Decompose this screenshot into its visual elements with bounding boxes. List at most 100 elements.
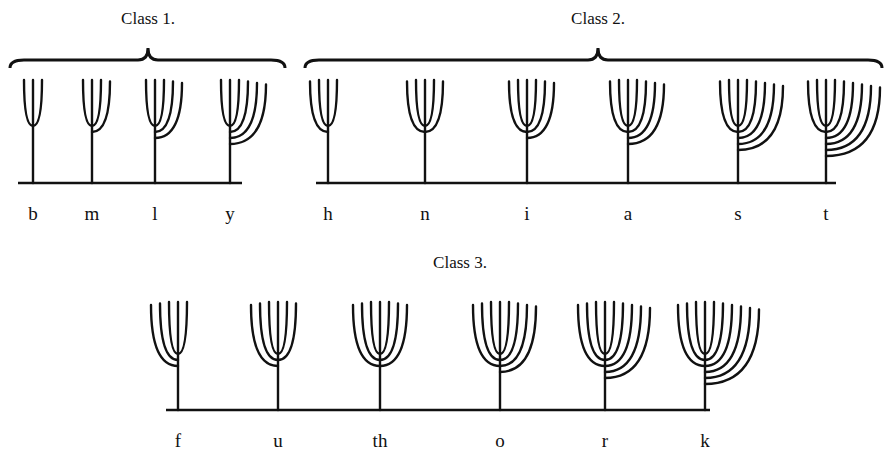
tree-branch	[500, 305, 527, 366]
tree-branch	[605, 307, 641, 373]
letter-label: m	[85, 204, 100, 223]
tree-branch	[527, 80, 536, 126]
letter-label: l	[152, 204, 157, 223]
tree-rune	[578, 302, 650, 410]
tree-trunk	[32, 80, 34, 183]
letter-label: t	[823, 204, 828, 223]
tree-branch	[696, 302, 705, 354]
tree-rune	[407, 80, 443, 183]
class-heading: Class 2.	[571, 10, 625, 27]
class-bracket	[10, 48, 285, 68]
tree-branch	[380, 302, 389, 354]
tree-branch	[705, 305, 732, 366]
tree-branch	[817, 80, 826, 126]
tree-branch	[230, 80, 239, 126]
tree-branch	[319, 80, 328, 126]
tree-branch	[146, 80, 155, 126]
letter-label: k	[700, 431, 710, 450]
tree-trunk	[379, 302, 381, 410]
tree-branch	[605, 304, 623, 361]
tree-branch	[371, 302, 380, 354]
tree-branch	[500, 307, 536, 373]
tree-branch	[221, 80, 230, 126]
tree-branch	[500, 302, 509, 354]
tree-branch	[491, 302, 500, 354]
tree-branch	[808, 82, 826, 133]
tree-rune	[353, 302, 407, 410]
tree-branch	[705, 307, 741, 373]
tree-branch	[628, 82, 646, 133]
tree-branch	[628, 83, 655, 138]
tree-branch	[527, 83, 554, 138]
tree-branch	[509, 82, 527, 133]
letter-label: f	[175, 431, 181, 450]
class-heading: Class 3.	[433, 254, 487, 271]
class-heading: Class 1.	[121, 10, 175, 27]
tree-branch	[482, 304, 500, 361]
tree-branch	[278, 304, 296, 361]
tree-branch	[269, 302, 278, 354]
tree-rune	[808, 80, 880, 183]
tree-branch	[251, 305, 278, 366]
tree-branch	[605, 302, 614, 354]
class-bracket	[305, 48, 882, 68]
tree-branch	[729, 80, 738, 126]
tree-branch	[278, 302, 287, 354]
ground-line	[316, 182, 836, 185]
tree-branch	[619, 80, 628, 126]
tree-branch	[628, 85, 664, 145]
letter-label: s	[734, 204, 741, 223]
tree-branch	[720, 82, 738, 133]
tree-trunk	[704, 302, 706, 410]
tree-branch	[24, 80, 33, 126]
tree-rune	[720, 80, 783, 183]
tree-branch	[230, 83, 257, 138]
tree-rune	[83, 80, 110, 183]
tree-rune	[24, 80, 42, 183]
tree-branch	[705, 302, 714, 354]
tree-branch	[33, 80, 42, 126]
letter-label: i	[524, 204, 529, 223]
tree-trunk	[177, 302, 179, 410]
tree-branch	[605, 305, 632, 366]
letter-label: o	[495, 431, 505, 450]
tree-branch	[155, 80, 164, 126]
tree-branch	[473, 305, 500, 366]
tree-rune	[251, 302, 296, 410]
tree-branch	[169, 302, 178, 354]
tree-branch	[738, 80, 747, 126]
tree-branch	[230, 82, 248, 133]
tree-rune	[221, 80, 266, 183]
letter-label: h	[323, 204, 333, 223]
tree-branch	[416, 80, 425, 126]
tree-branch	[260, 304, 278, 361]
tree-branch	[328, 80, 337, 126]
tree-branch	[587, 304, 605, 361]
tree-branch	[353, 305, 380, 366]
tree-rune	[509, 80, 554, 183]
tree-trunk	[499, 302, 501, 410]
tree-branch	[678, 305, 705, 366]
tree-branch	[705, 304, 723, 361]
tree-trunk	[604, 302, 606, 410]
tree-branch	[380, 305, 407, 366]
tree-branch	[578, 305, 605, 366]
tree-branch	[738, 85, 774, 145]
tree-branch	[155, 83, 182, 138]
ground-line	[18, 182, 242, 185]
tree-branch	[160, 304, 178, 361]
tree-branch	[92, 80, 101, 126]
tree-branch	[230, 85, 266, 145]
tree-branch	[518, 80, 527, 126]
tree-branch	[826, 83, 853, 138]
tree-rune	[310, 80, 337, 183]
tree-branch	[83, 80, 92, 126]
ground-line	[166, 409, 710, 412]
tree-branch	[380, 304, 398, 361]
tree-branch	[362, 304, 380, 361]
letter-label: b	[28, 204, 38, 223]
letter-label: r	[602, 431, 608, 450]
tree-branch	[628, 80, 637, 126]
tree-branch	[826, 85, 862, 145]
